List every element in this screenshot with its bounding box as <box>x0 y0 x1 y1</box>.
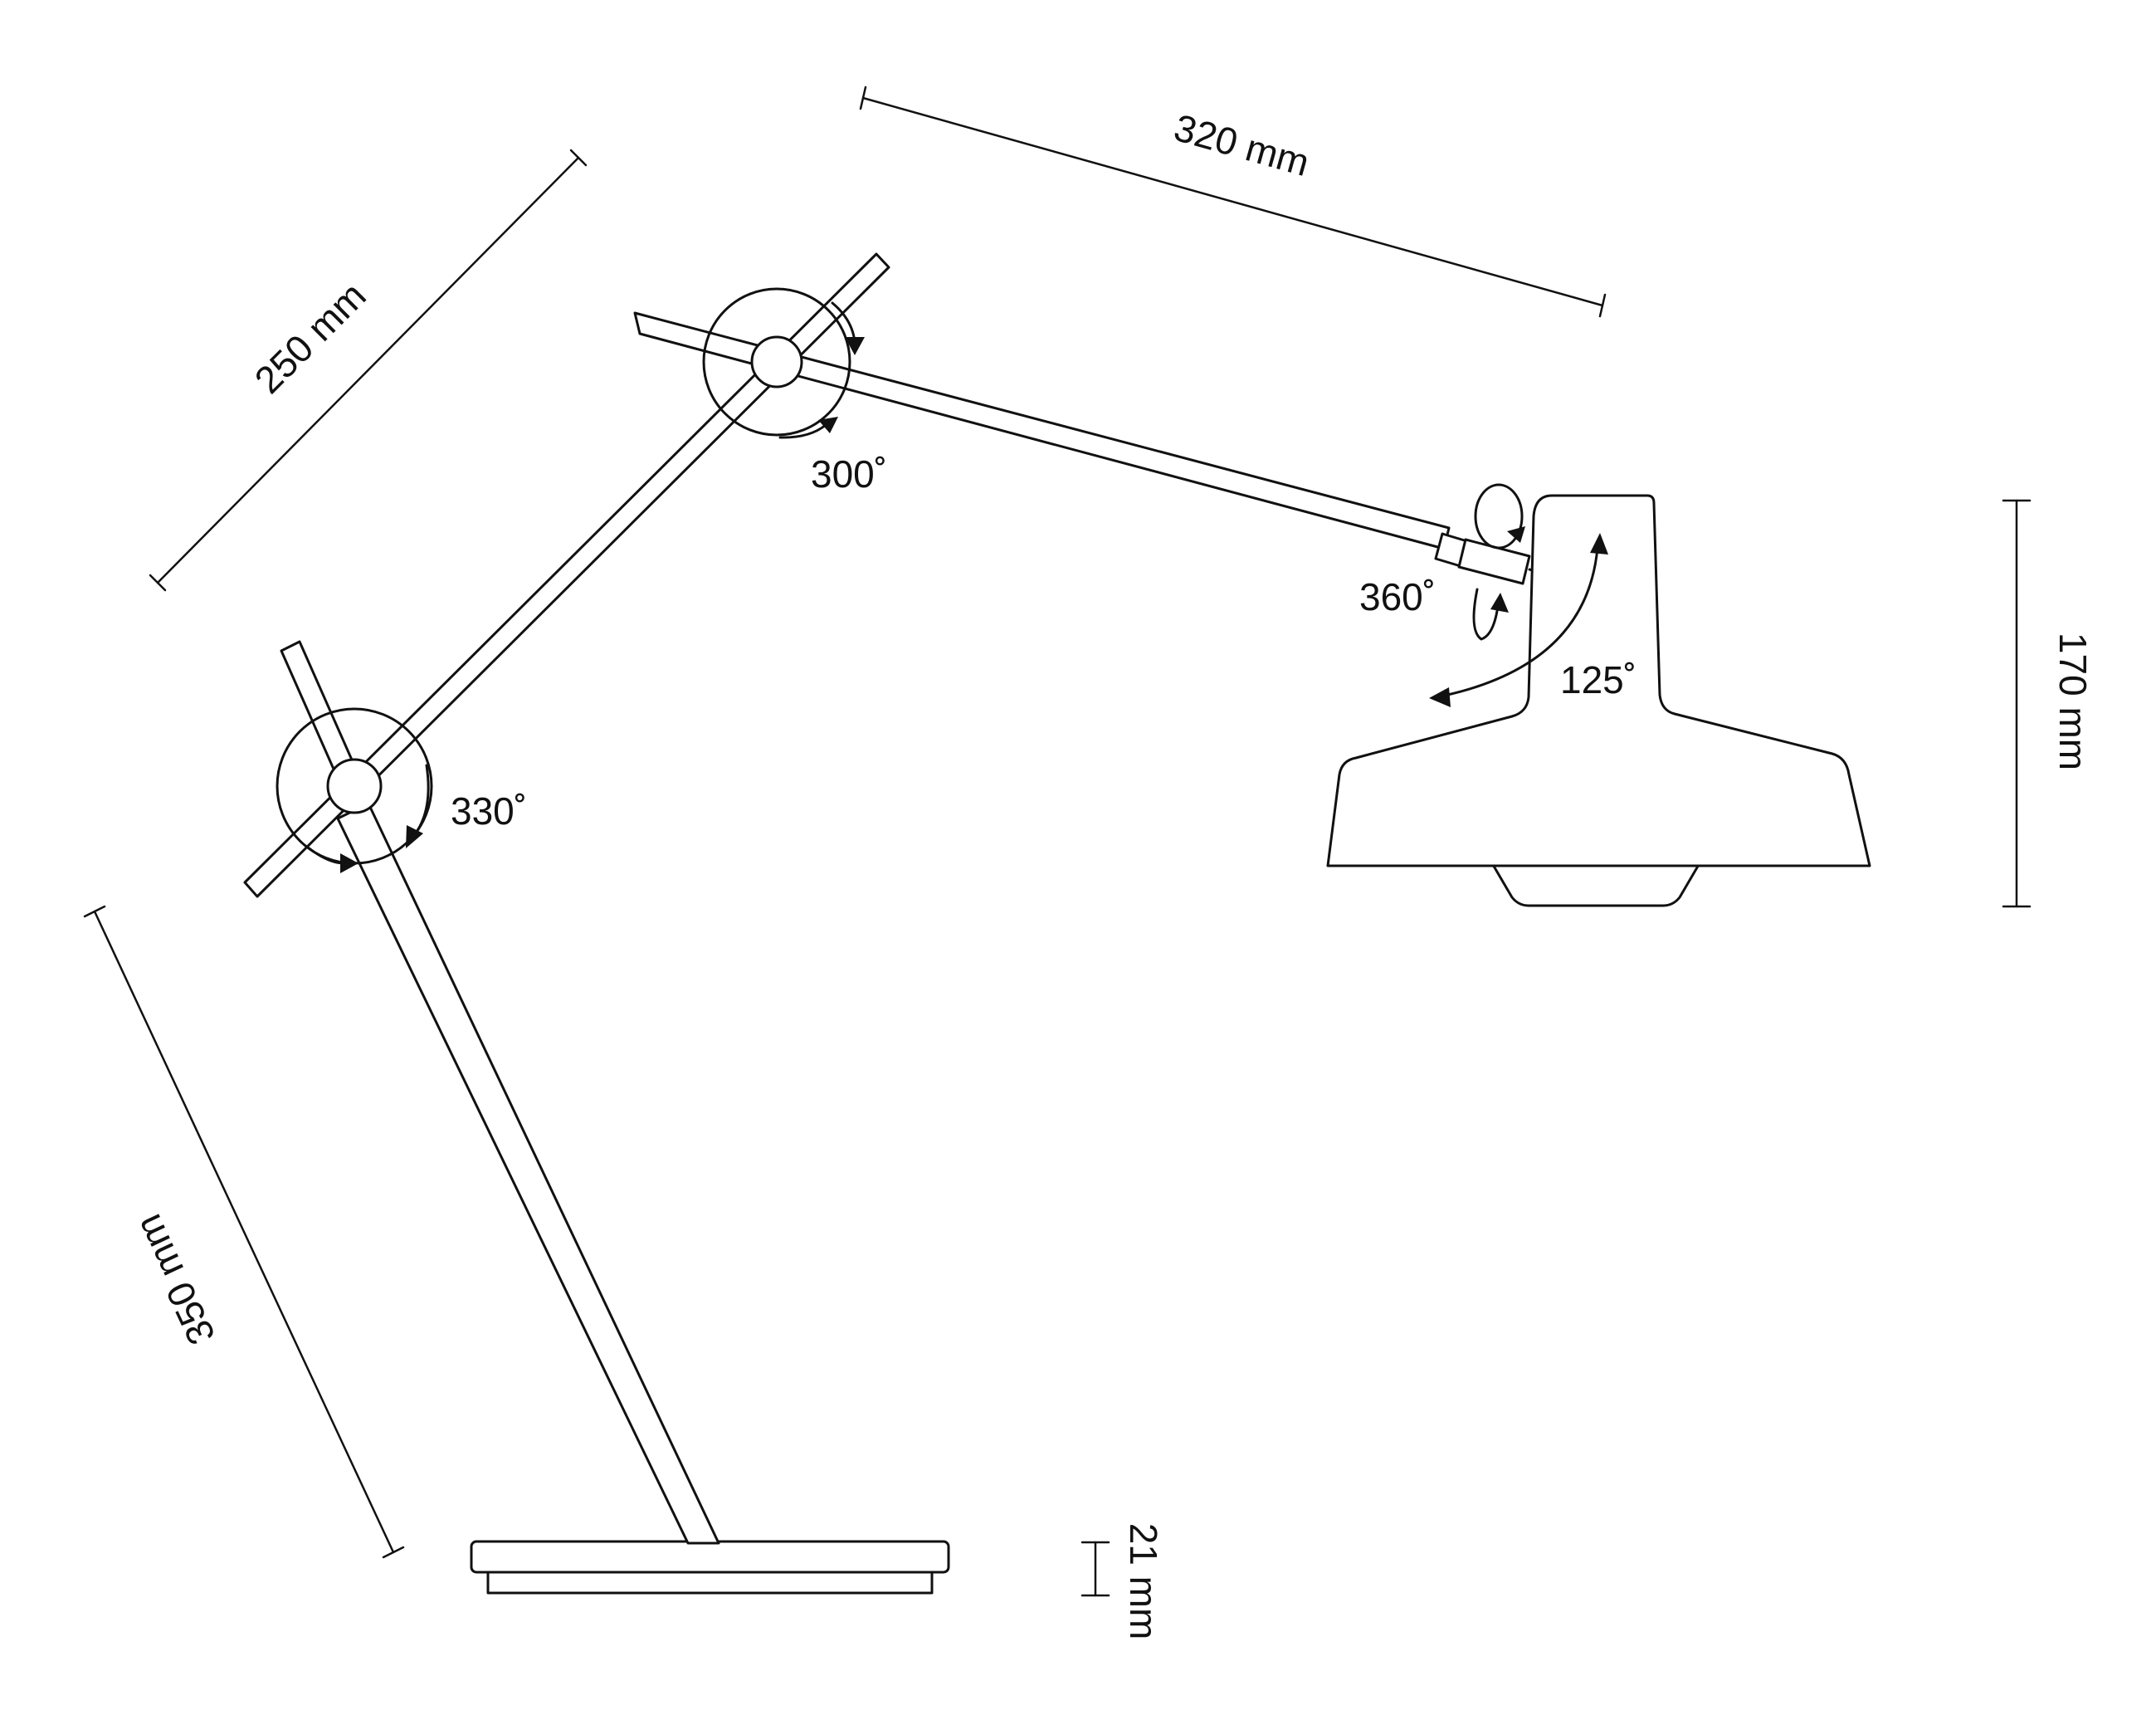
upper-rotation-arrowhead-top <box>845 337 865 355</box>
tilt-rotation-arc <box>1442 546 1599 697</box>
upper-joint-hub <box>750 335 803 388</box>
lower-joint <box>276 707 433 865</box>
label-lower-joint-rotation: 330˚ <box>451 789 527 833</box>
dimension-middle-arm <box>149 149 588 592</box>
swivel-rotation-arc-bottom <box>1472 588 1500 641</box>
swivel-arrowhead-bottom <box>1490 593 1509 613</box>
label-shade-tilt: 125˚ <box>1560 658 1637 701</box>
label-upper-joint-rotation: 300˚ <box>811 452 887 496</box>
upper-rotation-arrowhead-bottom <box>818 417 838 433</box>
tilt-arrowhead-bottom <box>1429 687 1451 707</box>
label-lower-arm-length: 350 mm <box>126 1208 223 1351</box>
dimension-upper-arm <box>859 86 1607 318</box>
upper-joint-rotation-circle <box>702 287 851 437</box>
tilt-arrowhead-top <box>1590 533 1608 555</box>
lower-joint-hub <box>326 758 383 814</box>
upper-joint <box>702 287 851 437</box>
shade-body <box>1326 494 1871 867</box>
dimension-shade-height <box>2002 499 2032 908</box>
lower-arm <box>336 802 720 1545</box>
label-swivel-rotation: 360˚ <box>1359 575 1436 618</box>
dimension-lower-arm <box>83 905 405 1559</box>
swivel-body <box>1457 538 1531 585</box>
upper-rotation-arc-bottom <box>778 423 827 439</box>
swivel-arrowhead-top <box>1507 526 1525 543</box>
shade-diffuser <box>1490 862 1701 907</box>
swivel-connector <box>1434 532 1543 585</box>
lower-rotation-arrowhead-left <box>340 853 359 873</box>
swivel-rotation-ellipse-top <box>1474 483 1524 550</box>
lower-rotation-arc-right <box>413 764 430 836</box>
lamp-shade <box>1326 494 1871 907</box>
base-bottom-plate <box>486 1571 934 1595</box>
dimension-base-height <box>1080 1541 1110 1597</box>
base-top-plate <box>470 1540 950 1574</box>
lower-rotation-arrowhead-right <box>406 825 423 848</box>
label-upper-arm-length: 320 mm <box>1169 105 1314 184</box>
label-base-height: 21 mm <box>1122 1523 1165 1640</box>
label-shade-height: 170 mm <box>2051 633 2095 770</box>
lamp-base <box>470 1540 950 1595</box>
